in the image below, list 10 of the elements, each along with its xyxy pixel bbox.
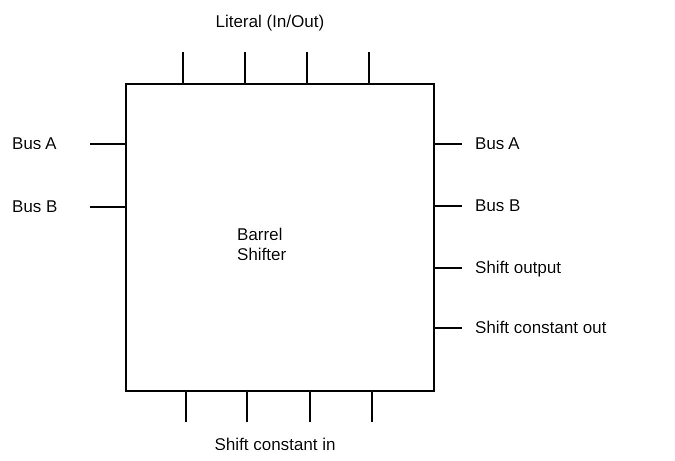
- signal-label: Literal (In/Out): [216, 12, 324, 32]
- block-box: [125, 83, 435, 392]
- signal-label: Bus A: [12, 134, 56, 154]
- signal-label: Shift constant out: [475, 318, 606, 338]
- block-title: Barrel Shifter: [237, 225, 288, 265]
- signal-label: Bus A: [475, 134, 520, 154]
- signal-label: Bus B: [12, 197, 58, 217]
- signal-label: Bus B: [475, 196, 520, 216]
- signal-label: Shift output: [475, 258, 562, 278]
- signal-label: Shift constant in: [214, 435, 336, 455]
